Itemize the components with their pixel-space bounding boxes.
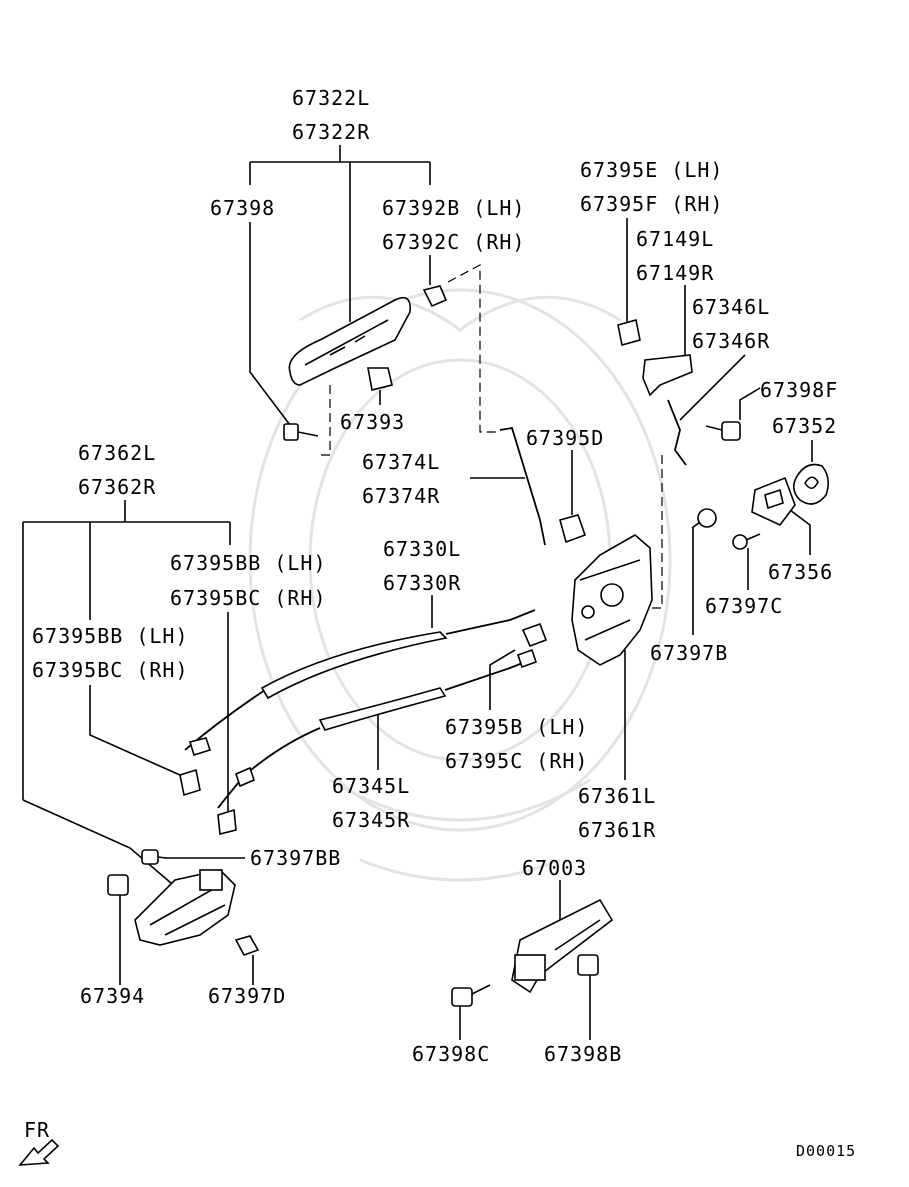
- label-67395F: 67395F (RH): [580, 192, 724, 216]
- cable-67330: [184, 609, 536, 757]
- label-67346R: 67346R: [692, 329, 771, 353]
- clip-67395BB-left: [179, 768, 201, 797]
- outside-handle: [288, 296, 412, 386]
- bracket-67149: [642, 354, 693, 397]
- nut-67393: [367, 367, 393, 391]
- fr-arrow-icon: [18, 1138, 60, 1166]
- cable-67345: [217, 661, 526, 809]
- striker-67356: [751, 476, 796, 526]
- rod-67374: [499, 426, 546, 546]
- label-67352: 67352: [772, 414, 838, 438]
- screw-67397BB: [141, 849, 167, 865]
- label-67322L: 67322L: [292, 86, 371, 110]
- label-67149R: 67149R: [636, 261, 715, 285]
- label-67397C: 67397C: [705, 594, 784, 618]
- label-67395E: 67395E (LH): [580, 158, 724, 182]
- label-67395BC-upper: 67395BC (RH): [170, 586, 327, 610]
- label-67395C: 67395C (RH): [445, 749, 589, 773]
- label-67398C: 67398C: [412, 1042, 491, 1066]
- latch-67361: [571, 534, 653, 666]
- label-67003: 67003: [522, 856, 588, 880]
- clip-67395E: [617, 318, 641, 347]
- label-67395BC-lower: 67395BC (RH): [32, 658, 189, 682]
- label-67330L: 67330L: [383, 537, 462, 561]
- label-fr: FR: [24, 1118, 51, 1142]
- label-67361L: 67361L: [578, 784, 657, 808]
- label-67392C: 67392C (RH): [382, 230, 526, 254]
- clip-67394: [107, 874, 129, 896]
- screw-67397B: [691, 508, 717, 529]
- clip-67395D: [559, 514, 587, 544]
- label-67345R: 67345R: [332, 808, 411, 832]
- label-67345L: 67345L: [332, 774, 411, 798]
- checker-67003: [511, 898, 614, 994]
- label-67149L: 67149L: [636, 227, 715, 251]
- label-67361R: 67361R: [578, 818, 657, 842]
- bolt-67398C: [451, 984, 491, 1007]
- leader-lines: [22, 145, 813, 1040]
- clip-67392: [422, 285, 448, 308]
- label-67346L: 67346L: [692, 295, 771, 319]
- link-67346: [667, 399, 687, 466]
- label-67395D: 67395D: [526, 426, 605, 450]
- handle-bolt-67398: [283, 423, 319, 441]
- label-67395BB-upper: 67395BB (LH): [170, 551, 327, 575]
- screw-67397C: [732, 533, 761, 550]
- diagram-code: D00015: [796, 1142, 857, 1160]
- label-67398B: 67398B: [544, 1042, 623, 1066]
- label-67397BB: 67397BB: [250, 846, 342, 870]
- label-67395BB-lower: 67395BB (LH): [32, 624, 189, 648]
- label-67397D: 67397D: [208, 984, 287, 1008]
- label-67374L: 67374L: [362, 450, 441, 474]
- label-67392B: 67392B (LH): [382, 196, 526, 220]
- clip-67395BB-mid: [217, 808, 237, 835]
- label-67397B: 67397B: [650, 641, 729, 665]
- pad-67352: [792, 463, 830, 505]
- label-67395B: 67395B (LH): [445, 715, 589, 739]
- label-67398: 67398: [210, 196, 276, 220]
- bolt-67398B: [577, 954, 599, 976]
- label-67398F: 67398F: [760, 378, 839, 402]
- label-67356: 67356: [768, 560, 834, 584]
- inside-handle-67362: [134, 869, 236, 946]
- label-67322R: 67322R: [292, 120, 371, 144]
- label-67394: 67394: [80, 984, 146, 1008]
- screw-67397D: [234, 935, 260, 956]
- clip-67395B: [516, 622, 548, 669]
- bolt-67398F: [705, 421, 741, 441]
- watermark-emblem: [248, 288, 672, 882]
- label-67362R: 67362R: [78, 475, 157, 499]
- label-67374R: 67374R: [362, 484, 441, 508]
- label-67362L: 67362L: [78, 441, 157, 465]
- label-67393: 67393: [340, 410, 406, 434]
- label-67330R: 67330R: [383, 571, 462, 595]
